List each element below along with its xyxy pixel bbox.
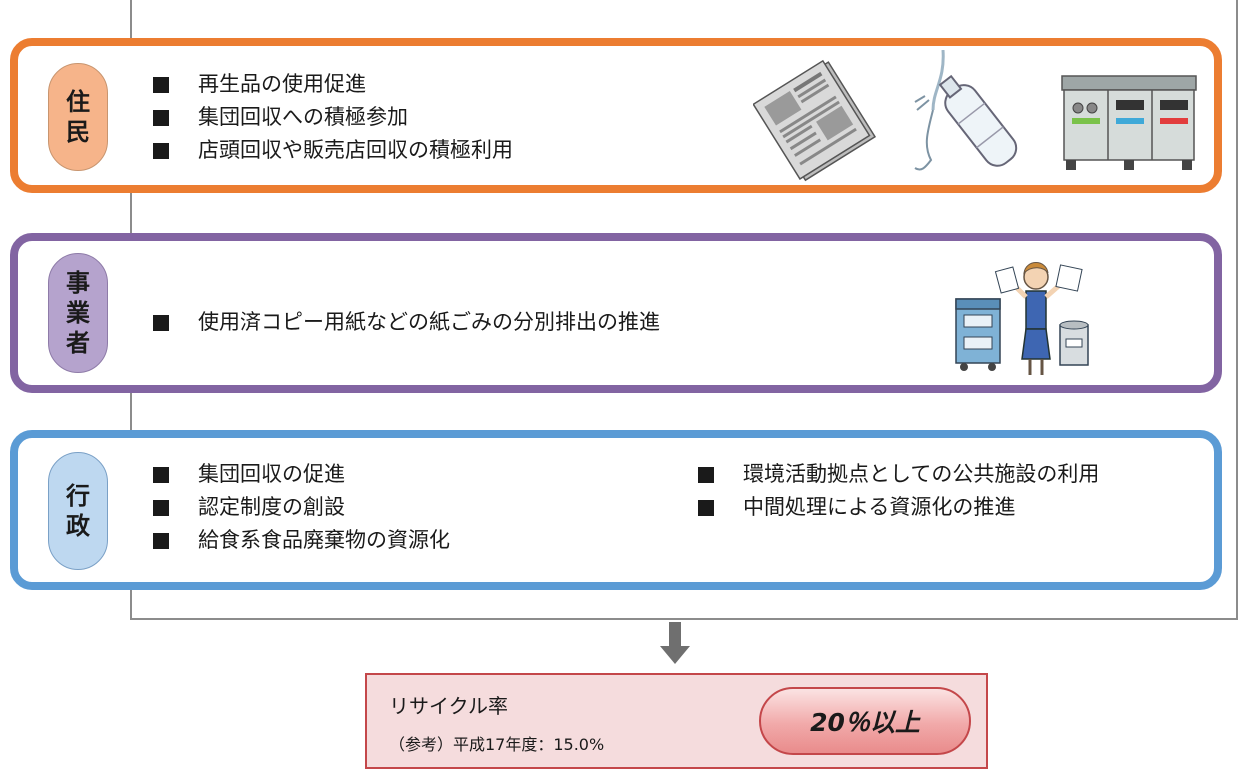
recycling-rate-title: リサイクル率 [389,694,508,718]
bullet-square-icon [153,499,169,516]
list-item: 店頭回収や販売店回収の積極利用 [153,134,513,167]
list-item: 中間処理による資源化の推進 [698,491,1099,524]
government-items-left: 集団回収の促進 認定制度の創設 給食系食品廃棄物の資源化 [153,458,450,557]
government-panel: 行政 集団回収の促進 認定制度の創設 給食系食品廃棄物の資源化 環境活動拠点とし… [10,430,1222,590]
list-item: 環境活動拠点としての公共施設の利用 [698,458,1099,491]
business-items: 使用済コピー用紙などの紙ごみの分別排出の推進 [153,306,660,339]
list-item: 集団回収への積極参加 [153,101,513,134]
government-items-right: 環境活動拠点としての公共施設の利用 中間処理による資源化の推進 [698,458,1099,524]
bullet-square-icon [153,466,169,483]
list-item: 認定制度の創設 [153,491,450,524]
bullet-square-icon [698,466,714,483]
list-item: 再生品の使用促進 [153,68,513,101]
residents-actor-label: 住民 [66,88,90,146]
bullet-square-icon [153,109,169,126]
government-badge: 行政 [48,452,108,570]
down-arrow-icon [660,646,690,664]
residents-panel: 住民 再生品の使用促進 集団回収への積極参加 店頭回収や販売店回収の積極利用 [10,38,1222,193]
business-badge: 事業者 [48,253,108,373]
recycling-rate-box: リサイクル率 （参考）平成17年度：15.0% 20％以上 [365,673,988,769]
list-item: 給食系食品廃棄物の資源化 [153,524,450,557]
business-actor-label: 事業者 [66,269,90,357]
newspaper-icon [753,59,877,182]
plastic-bottle-icon [914,50,1018,171]
bullet-square-icon [153,142,169,159]
government-actor-label: 行政 [66,482,90,540]
bullet-square-icon [153,532,169,549]
list-item: 使用済コピー用紙などの紙ごみの分別排出の推進 [153,306,660,339]
recycling-bins-icon [1061,75,1197,170]
target-value-badge: 20％以上 [759,687,971,755]
residents-badge: 住民 [48,63,108,171]
business-panel: 事業者 使用済コピー用紙などの紙ごみの分別排出の推進 [10,233,1222,393]
residents-items: 再生品の使用促進 集団回収への積極参加 店頭回収や販売店回収の積極利用 [153,68,513,167]
bullet-square-icon [153,314,169,331]
down-arrow-stem [669,622,681,646]
office-worker-sorting-icon [955,262,1089,375]
reference-note: （参考）平成17年度：15.0% [389,735,605,754]
bullet-square-icon [153,76,169,93]
bullet-square-icon [698,499,714,516]
list-item: 集団回収の促進 [153,458,450,491]
